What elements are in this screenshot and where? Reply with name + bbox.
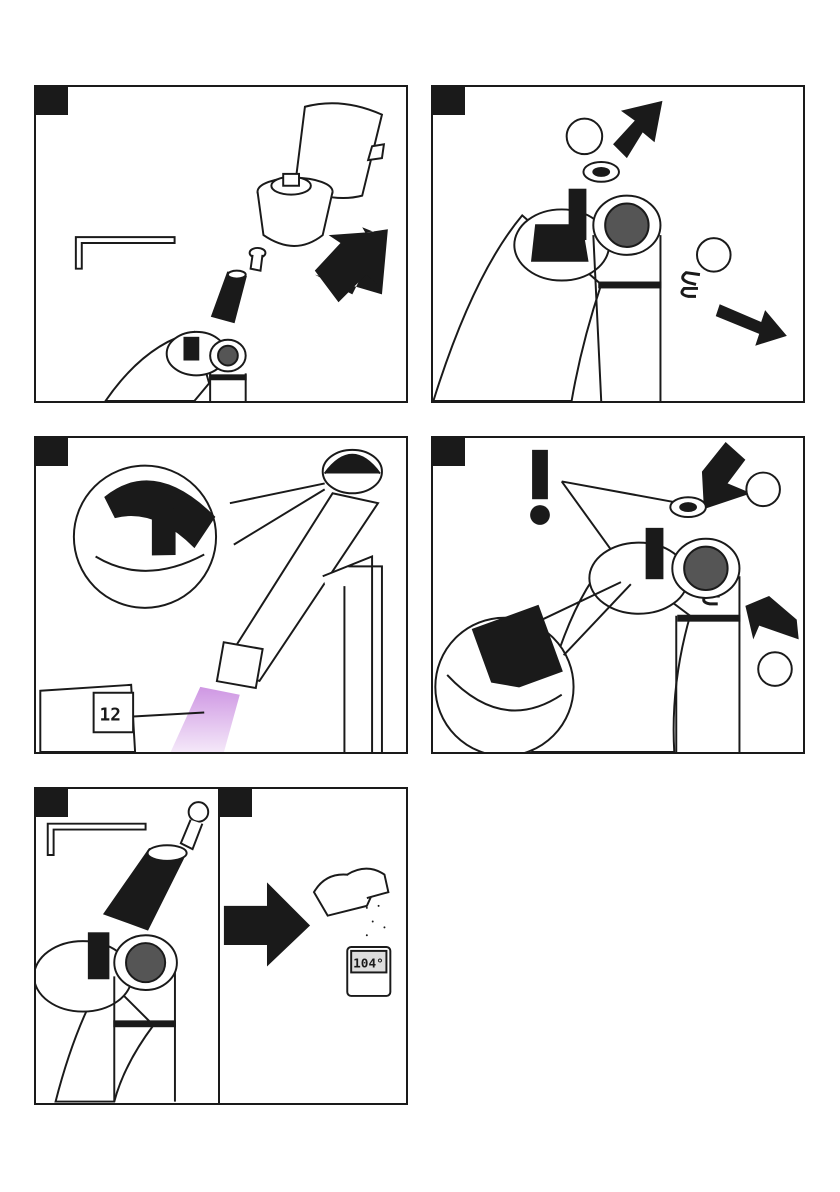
step-badge — [220, 789, 252, 817]
callout-circle — [746, 473, 780, 507]
hex-key-icon — [48, 824, 146, 855]
cartridge-icon — [258, 174, 333, 246]
water-glow — [171, 687, 240, 752]
splined-adapter-icon — [212, 271, 246, 322]
panel-step-5 — [34, 787, 220, 1105]
screw-icon — [181, 802, 208, 849]
step-5-illustration — [36, 789, 218, 1103]
clip-icon — [682, 273, 700, 297]
panel-step-4 — [431, 436, 805, 754]
thermometer-icon: 104° — [347, 947, 390, 996]
cartridge-icon — [104, 845, 186, 929]
hex-key-icon — [76, 237, 175, 269]
step-badge — [36, 87, 68, 115]
panel-step-6: 104° — [218, 787, 408, 1105]
arrow-icon — [224, 882, 310, 966]
arrow-icon — [716, 304, 787, 345]
step-badge — [433, 87, 465, 115]
spout-icon — [36, 933, 177, 1101]
washer-icon — [670, 497, 706, 517]
washer-icon — [583, 162, 619, 182]
warning-icon — [530, 450, 550, 525]
arrow-icon — [745, 596, 798, 639]
screw-icon — [250, 248, 266, 271]
callout-circle — [758, 652, 792, 686]
spout-icon — [105, 332, 245, 401]
step-badge — [36, 789, 68, 817]
panel-step-3: 12 — [34, 436, 408, 754]
thermometer-reading: 104° — [353, 956, 384, 971]
arrow-icon — [702, 442, 751, 509]
step-6-illustration: 104° — [220, 789, 406, 1103]
step-1-illustration — [36, 87, 406, 401]
step-3-illustration: 12 — [36, 438, 406, 752]
step-2-illustration — [433, 87, 803, 401]
spout-icon — [217, 450, 382, 752]
thermometer-reading: 12 — [100, 705, 121, 725]
arrow-icon — [613, 101, 662, 158]
spout-icon — [433, 190, 660, 401]
callout-circle — [567, 119, 603, 155]
step-4-illustration — [433, 438, 803, 752]
panel-step-2 — [431, 85, 805, 403]
step-badge — [36, 438, 68, 466]
callout-circle — [697, 238, 731, 272]
step-badge — [433, 438, 465, 466]
hand-icon — [314, 869, 388, 916]
panel-step-1 — [34, 85, 408, 403]
